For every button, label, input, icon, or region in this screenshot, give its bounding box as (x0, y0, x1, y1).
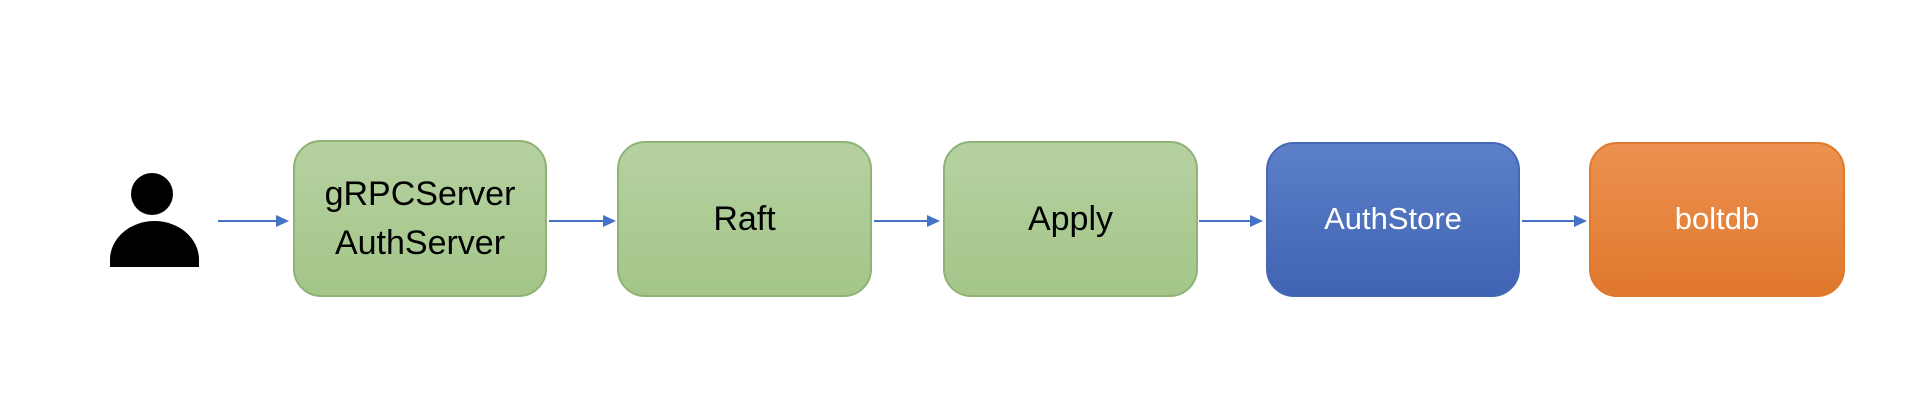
person-icon-head (131, 173, 173, 215)
node-raft-label: Raft (713, 199, 776, 238)
node-boltdb-label: boltdb (1674, 201, 1760, 237)
node-apply: Apply (943, 141, 1198, 297)
person-icon-body (110, 221, 199, 267)
arrow-grpcserver-to-raft (549, 215, 616, 227)
arrow-apply-to-authstore (1199, 215, 1263, 227)
arrow-authstore-to-boltdb (1522, 215, 1587, 227)
node-authstore-label: AuthStore (1324, 201, 1462, 237)
arrow-raft-to-apply (874, 215, 940, 227)
node-authstore: AuthStore (1266, 142, 1520, 297)
node-boltdb: boltdb (1589, 142, 1845, 297)
node-apply-label: Apply (1027, 199, 1114, 238)
node-grpcserver-authserver: gRPCServer AuthServer (293, 140, 547, 297)
node-grpcserver-authserver-label-line1: gRPCServer (324, 175, 516, 214)
node-raft: Raft (617, 141, 872, 297)
arrow-user-to-grpcserver (218, 215, 289, 227)
node-grpcserver-authserver-label-line2: AuthServer (334, 223, 506, 262)
person-icon (105, 170, 205, 270)
